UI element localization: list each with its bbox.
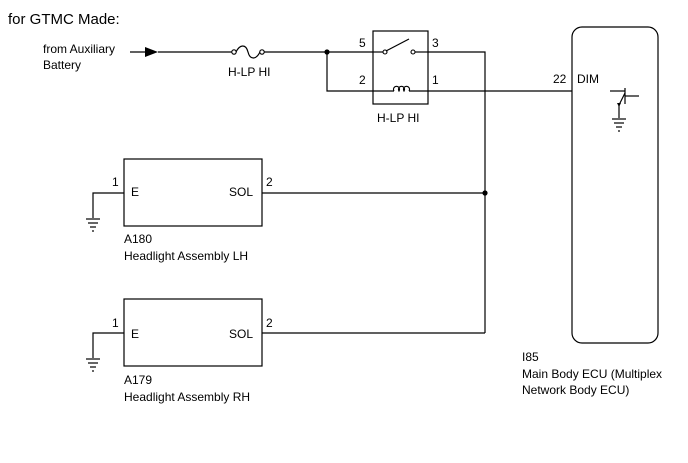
- ecu-name-line2: Network Body ECU): [522, 383, 629, 397]
- headlight-lh-code: A180: [124, 232, 152, 246]
- transistor-icon: [610, 88, 639, 118]
- headlight-rh-terminal-e: E: [131, 327, 139, 341]
- ecu-box: [571, 26, 659, 344]
- relay-label: H-LP HI: [377, 111, 419, 125]
- headlight-lh-name: Headlight Assembly LH: [124, 249, 248, 263]
- source-label-line1: from Auxiliary: [43, 42, 115, 56]
- relay-switch-icon: [373, 38, 428, 55]
- relay-pin-2: 2: [359, 73, 366, 87]
- battery-arrow-icon: [130, 47, 158, 57]
- ecu-pin: 22: [553, 72, 567, 86]
- relay-pin-5: 5: [359, 36, 366, 50]
- wire-lh-ground: [92, 192, 124, 218]
- diagram-title: for GTMC Made:: [8, 11, 120, 28]
- headlight-rh-terminal-sol: SOL: [229, 327, 253, 341]
- relay-pin-1: 1: [432, 73, 439, 87]
- ecu-signal: DIM: [577, 72, 599, 86]
- headlight-lh-pin-sol: 2: [266, 175, 273, 189]
- headlight-lh-pin-e: 1: [112, 175, 119, 189]
- wire-relay-output-bus: [428, 51, 486, 333]
- headlight-lh-terminal-sol: SOL: [229, 185, 253, 199]
- rh-ground-icon: [86, 358, 100, 372]
- headlight-rh-pin-sol: 2: [266, 316, 273, 330]
- wire-rh-ground: [92, 332, 124, 358]
- source-label-line2: Battery: [43, 58, 81, 72]
- lh-ground-icon: [86, 218, 100, 232]
- headlight-rh-pin-e: 1: [112, 316, 119, 330]
- wire-to-relay-pin2: [326, 52, 373, 92]
- fuse-label: H-LP HI: [228, 65, 270, 79]
- ecu-name-line1: Main Body ECU (Multiplex: [522, 367, 662, 381]
- headlight-rh-name: Headlight Assembly RH: [124, 390, 250, 404]
- ecu-code: I85: [522, 350, 539, 364]
- headlight-lh-terminal-e: E: [131, 185, 139, 199]
- relay-box: [372, 30, 429, 105]
- fuse-icon: [231, 45, 265, 59]
- ecu-ground-icon: [612, 118, 626, 132]
- relay-coil-icon: [373, 85, 428, 93]
- relay-pin-3: 3: [432, 36, 439, 50]
- headlight-rh-code: A179: [124, 373, 152, 387]
